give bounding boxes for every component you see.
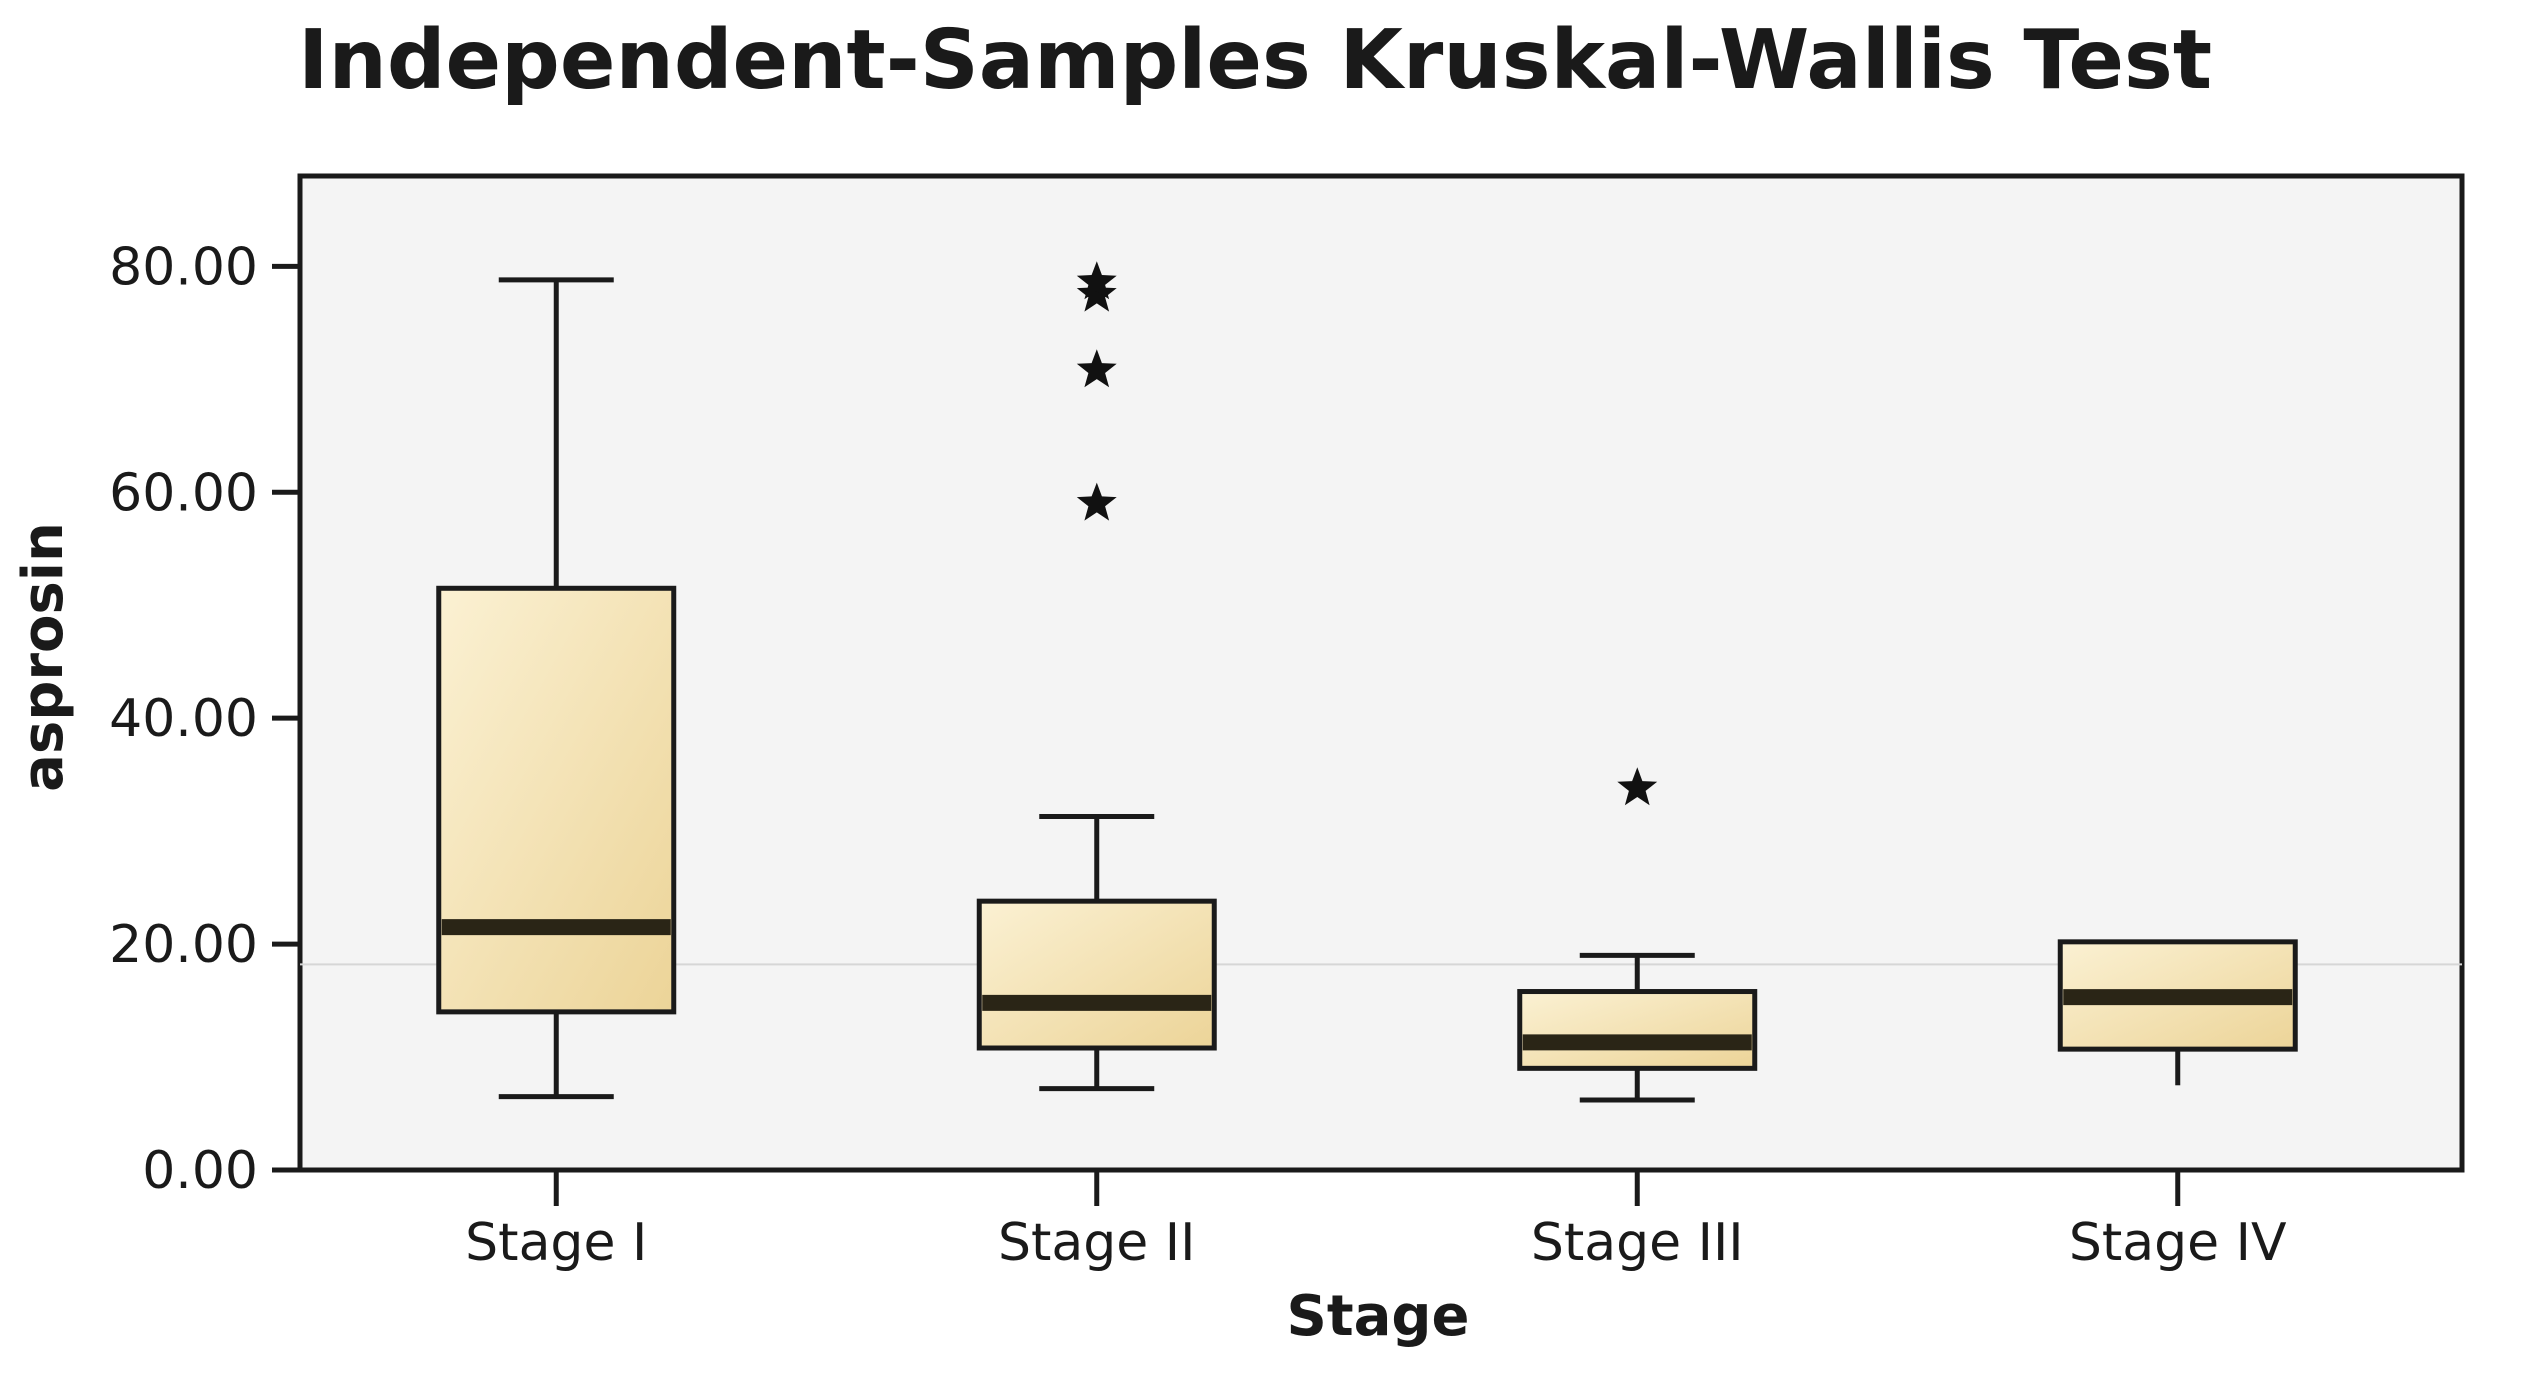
box-group-2: Stage II: [976, 261, 1217, 1273]
y-tick-label: 20.00: [109, 915, 258, 975]
outlier-star: [1076, 349, 1117, 388]
iqr-box: [436, 585, 677, 1015]
box-group-3: Stage III: [1517, 767, 1758, 1273]
y-tick-label: 40.00: [109, 689, 258, 749]
y-tick-label: 60.00: [109, 463, 258, 523]
outlier-star: [1617, 767, 1658, 806]
y-tick-label: 0.00: [142, 1141, 258, 1201]
box-group-4: Stage IV: [2057, 939, 2298, 1273]
iqr-box: [1517, 989, 1758, 1071]
x-tick-label: Stage II: [998, 1213, 1195, 1273]
chart-title: Independent-Samples Kruskal-Wallis Test: [298, 13, 2212, 108]
y-tick-label: 80.00: [109, 237, 258, 297]
iqr-box: [976, 898, 1217, 1051]
box-group-1: Stage I: [436, 277, 677, 1273]
outlier-star: [1076, 273, 1117, 312]
x-tick-label: Stage I: [465, 1213, 647, 1273]
outlier-star: [1076, 482, 1117, 521]
x-tick-label: Stage III: [1531, 1213, 1744, 1273]
x-axis-label: Stage: [1287, 1284, 1470, 1349]
x-tick-label: Stage IV: [2069, 1213, 2287, 1273]
y-axis-label: asprosin: [11, 522, 76, 792]
outlier-star: [1076, 261, 1117, 300]
